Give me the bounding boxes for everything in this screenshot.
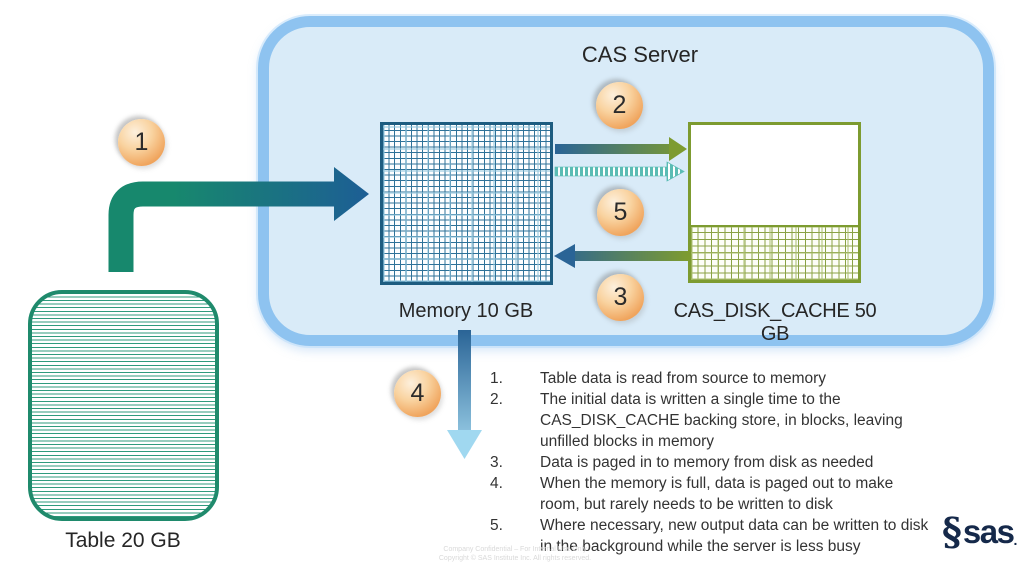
step-badge-3-number: 3: [613, 283, 628, 311]
step-badge-5-number: 5: [613, 198, 628, 226]
step-badge-4-number: 4: [410, 379, 425, 407]
source-table-block: [28, 290, 219, 521]
sas-swirl-icon: §: [942, 509, 962, 554]
list-item-number: 5.: [490, 517, 503, 534]
list-item: 2. The initial data is written a single …: [490, 389, 968, 452]
sas-logo: § sas .: [942, 512, 1017, 552]
list-item-text: Data is paged in to memory from disk as …: [540, 454, 874, 471]
cache-filled-region: [691, 225, 858, 280]
source-table-label: Table 20 GB: [65, 529, 181, 552]
list-item: 5. Where necessary, new output data can …: [490, 515, 968, 557]
list-item-text: Table data is read from source to memory: [540, 370, 827, 387]
confidential-line2: Copyright © SAS Institute Inc. All right…: [438, 555, 592, 562]
step-badge-3: 3: [597, 274, 644, 321]
list-item: 3. Data is paged in to memory from disk …: [490, 452, 968, 473]
arrow-4-page-out: [447, 330, 482, 459]
list-item: 4. When the memory is full, data is page…: [490, 473, 968, 515]
list-item: 1. Table data is read from source to mem…: [490, 368, 968, 389]
list-item-number: 4.: [490, 475, 503, 492]
step-badge-4: 4: [394, 370, 441, 417]
cache-empty-region: [691, 125, 858, 225]
list-item-text: The initial data is written a single tim…: [540, 391, 903, 450]
step-badge-1-number: 1: [134, 128, 149, 156]
confidential-line1: Company Confidential – For Internal Use …: [443, 546, 587, 553]
memory-block: [380, 122, 553, 285]
list-item-number: 1.: [490, 370, 503, 387]
explanation-list: 1. Table data is read from source to mem…: [490, 368, 968, 557]
step-badge-2: 2: [596, 82, 643, 129]
step-badge-1: 1: [118, 119, 165, 166]
sas-logo-dot: .: [1013, 532, 1018, 548]
list-item-text: Where necessary, new output data can be …: [540, 517, 929, 555]
step-badge-5: 5: [597, 189, 644, 236]
cas-server-title: CAS Server: [581, 42, 699, 67]
list-item-number: 3.: [490, 454, 503, 471]
list-item-number: 2.: [490, 391, 503, 408]
memory-label: Memory 10 GB: [398, 300, 534, 322]
step-badge-2-number: 2: [612, 91, 627, 119]
list-item-text: When the memory is full, data is paged o…: [540, 475, 894, 513]
cas-disk-cache-label: CAS_DISK_CACHE 50 GB: [673, 300, 877, 345]
sas-logo-text: sas: [962, 513, 1015, 550]
confidential-footer: Company Confidential – For Internal Use …: [410, 545, 620, 563]
cas-disk-cache-block: [688, 122, 861, 283]
